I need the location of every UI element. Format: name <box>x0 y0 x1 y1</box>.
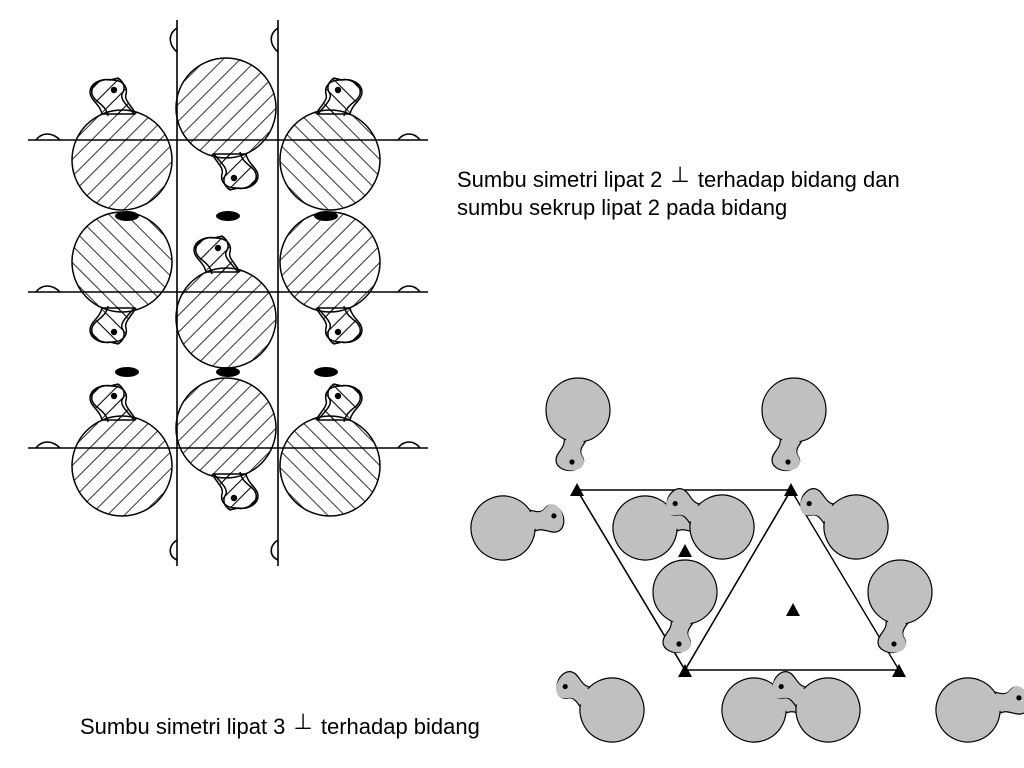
twofold-caption-text-a: Sumbu simetri lipat 2 <box>457 167 663 192</box>
twofold-pattern <box>28 20 428 566</box>
twofold-caption-text-b: terhadap bidang dan <box>697 167 900 192</box>
twofold-caption: Sumbu simetri lipat 2 ⊥ terhadap bidang … <box>457 162 900 222</box>
threefold-caption-text-a: Sumbu simetri lipat 3 <box>80 714 286 739</box>
threefold-pattern <box>461 377 1024 752</box>
twofold-caption-line2: sumbu sekrup lipat 2 pada bidang <box>457 195 788 220</box>
twofold-caption-line1: Sumbu simetri lipat 2 ⊥ terhadap bidang … <box>457 162 900 194</box>
perpendicular-symbol: ⊥ <box>670 162 690 187</box>
threefold-caption-text-b: terhadap bidang <box>320 714 480 739</box>
perpendicular-symbol: ⊥ <box>293 709 313 734</box>
threefold-caption: Sumbu simetri lipat 3 ⊥ terhadap bidang <box>80 709 480 741</box>
